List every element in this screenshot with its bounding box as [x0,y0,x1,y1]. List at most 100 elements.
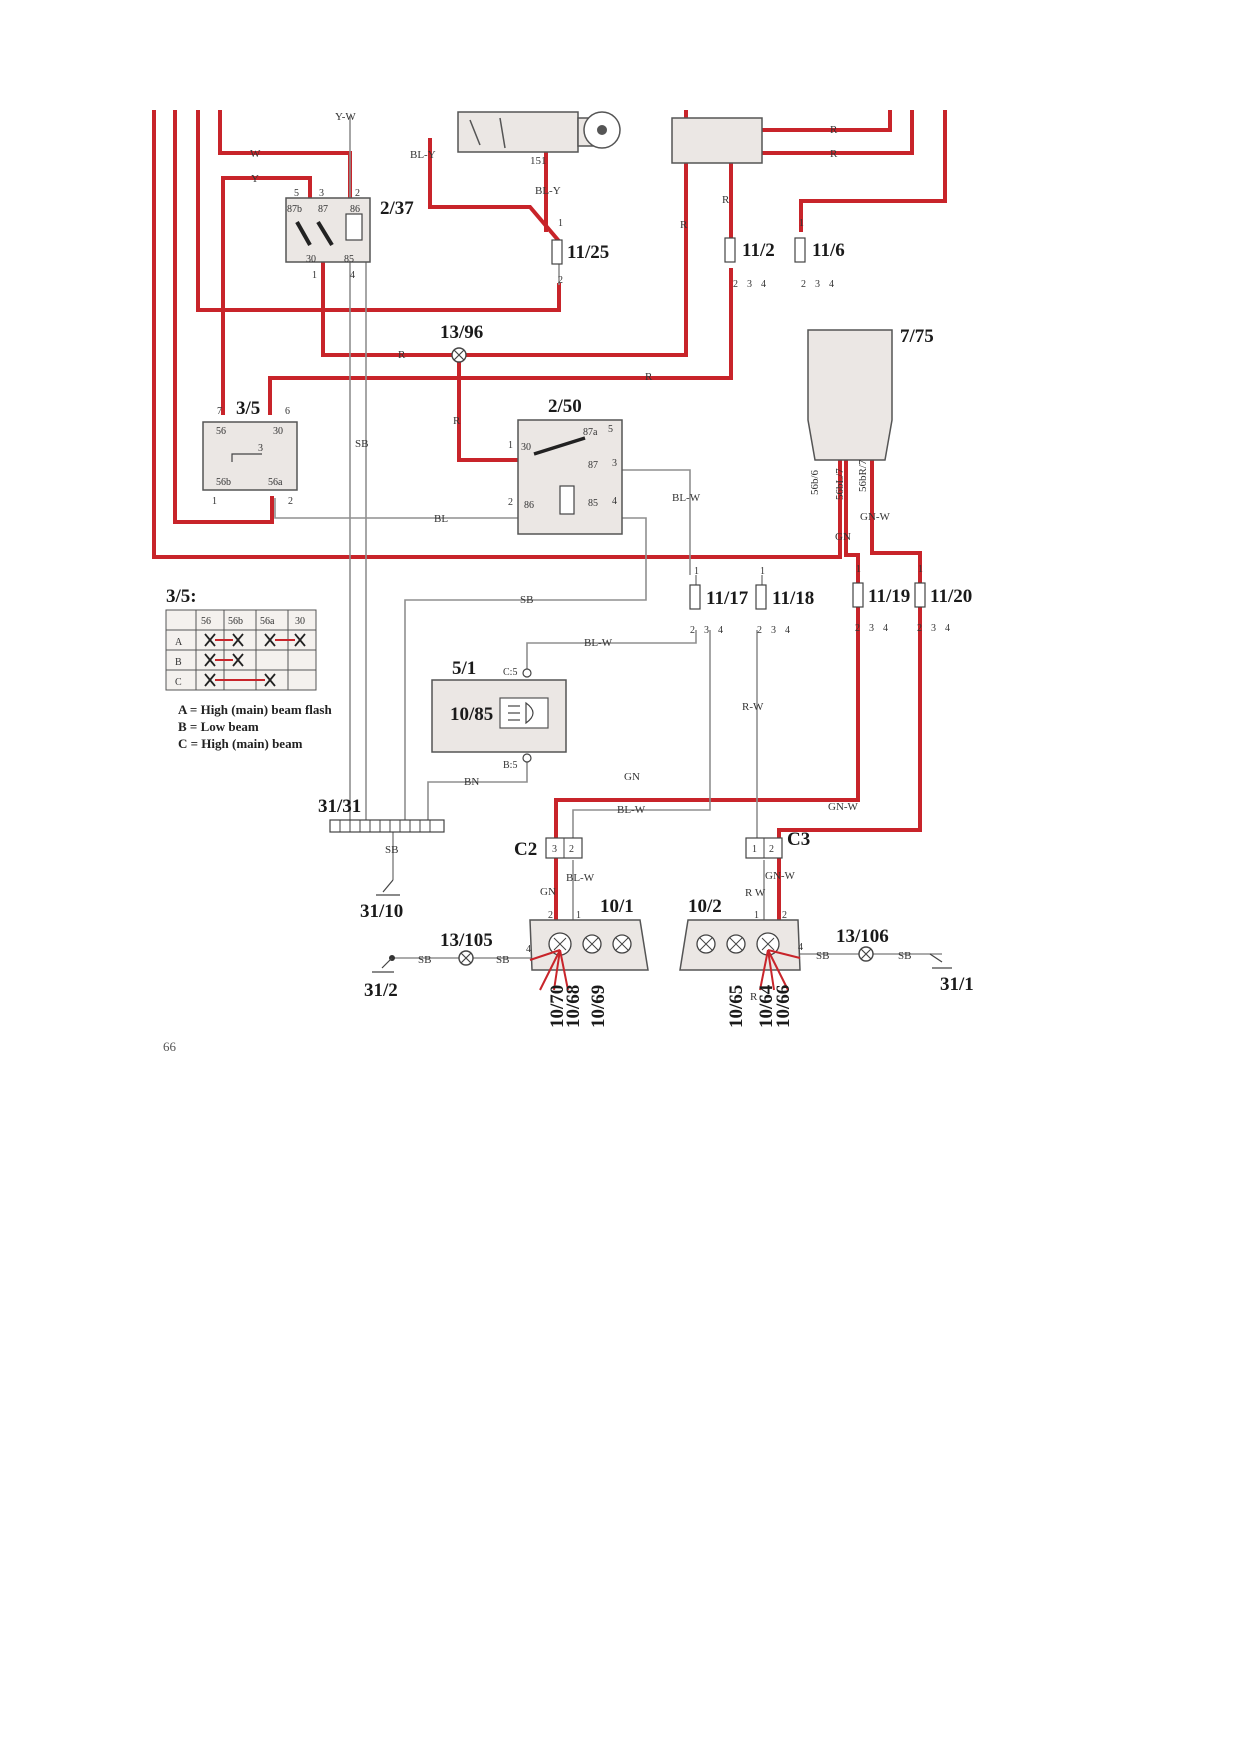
fuse-11-18-pin-3: 3 [771,625,776,636]
r237-pin-4: 4 [350,270,355,281]
s35-pin-6: 6 [285,406,290,417]
switch-3-5: 7 6 56 30 3 56b 56a 1 2 [202,406,298,507]
r250-pin-3: 3 [612,458,617,469]
fuse-11-20-pin-2: 2 [917,623,922,634]
fuse-11-20-pin-1: 1 [918,564,923,575]
r250-pin-1: 1 [508,440,513,451]
wire-label-r-f: R [750,991,758,1003]
legend-a: A = High (main) beam flash [178,702,332,717]
wire-1396 [457,353,520,462]
r237-pin-87b: 87b [287,204,302,215]
wire-label-56b-6: 56b/6 [809,469,821,495]
wire-label-r-w-2: R W [745,887,766,899]
switch-table-col-56b: 56b [228,616,243,627]
c2-pin-3: 3 [552,844,557,855]
grey-wires [274,116,942,959]
fuse-11-25-pin-1: 1 [558,218,563,229]
label-11-19: 11/19 [868,586,910,607]
ground-31-2 [372,955,395,973]
wire-bn [427,762,528,820]
label-11-17: 11/17 [706,588,749,609]
label-11-2: 11/2 [742,240,775,261]
fuse-11-25-pin-2: 2 [558,275,563,286]
fuse-11-17-pin-4: 4 [718,625,723,636]
s35-pin-56: 56 [216,426,226,437]
wire-label-r-b: R [680,219,688,231]
wire-label-bl-y-2: BL-Y [535,185,561,197]
label-c3: C3 [787,829,810,850]
wire-w [218,110,352,200]
fuse-11-25 [551,239,563,265]
wire-label-sb-2: SB [520,594,533,606]
fuse-11-19 [852,582,864,608]
c3-pin-2: 2 [769,844,774,855]
wire-label-bl-y-1: BL-Y [410,149,436,161]
r237-pin-87: 87 [318,204,328,215]
legend-c: C = High (main) beam [178,736,303,751]
wire-label-56bl-7: 56bL/7 [834,468,846,500]
fuse-11-19-pin-1: 1 [856,564,861,575]
wire-label-sb-5: SB [496,954,509,966]
wire-label-bl-w-2: BL-W [584,637,613,649]
wire-775-b [777,403,922,840]
switch-table: 3/5: 56 56b 56a 30 A B C [165,586,317,691]
wire-label-r-e: R [453,415,461,427]
lamp-l-pin-4: 4 [526,944,531,955]
r250-pin-87a: 87a [583,427,598,438]
fuse-11-6 [794,237,806,263]
fuse-11-17-pin-2: 2 [690,625,695,636]
fuse-11-2 [724,237,736,263]
wire-label-sb-6: SB [816,950,829,962]
wire-label-gn-w-3: GN-W [765,870,796,882]
label-7-75: 7/75 [900,326,934,347]
r250-pin-2: 2 [508,497,513,508]
r250-pin-87: 87 [588,460,598,471]
label-10-64: 10/64 [756,984,777,1028]
label-31-1: 31/1 [940,974,974,995]
fuse-11-6-pin-1: 1 [799,218,804,229]
r250-pin-86: 86 [524,500,534,511]
wire-left-2 [173,110,274,524]
wire-label-bl-w-3: BL-W [617,804,646,816]
label-31-31: 31/31 [318,796,361,817]
wire-250-blw [612,469,691,575]
label-10-69: 10/69 [588,985,609,1028]
lamp-r-pin-2: 2 [782,910,787,921]
s35-pin-2: 2 [288,496,293,507]
pin-b5: B:5 [503,760,517,771]
legend: A = High (main) beam flash B = Low beam … [178,702,332,751]
wire-label-gn-3: GN [835,531,851,543]
lamp-l-pin-2: 2 [548,910,553,921]
label-10-2: 10/2 [688,896,722,917]
fuse-11-19-pin-3: 3 [869,623,874,634]
relay-2-50: 30 87a 5 87 3 1 86 85 4 2 [508,419,623,535]
fuse-11-18-pin-4: 4 [785,625,790,636]
switch-7-75 [807,329,893,461]
s35-pin-30: 30 [273,426,283,437]
r250-pin-85: 85 [588,498,598,509]
label-13-96: 13/96 [440,322,483,343]
wire-label-gn-1: GN [624,771,640,783]
wire-250-sb [404,517,647,820]
headlamp-10-2 [679,919,801,991]
label-2-37: 2/37 [380,198,414,219]
wire-label-r-w-1: R-W [742,701,764,713]
wire-237-30 [321,110,688,357]
wire-label-r-a: R [722,194,730,206]
legend-b: B = Low beam [178,719,259,734]
s35-pin-56a: 56a [268,477,283,488]
fuse-11-2-pin-2: 2 [733,279,738,290]
label-11-6: 11/6 [812,240,845,261]
connector-c2: 3 2 [545,837,583,859]
wire-label-bl-w-4: BL-W [566,872,595,884]
fuse-11-19-pin-2: 2 [855,623,860,634]
wire-r-mid [268,268,733,415]
switch-table-title: 3/5: [166,586,197,607]
label-13-106: 13/106 [836,926,889,947]
fuse-11-2-pin-3: 3 [747,279,752,290]
label-10-66: 10/66 [773,985,794,1028]
label-5-1: 5/1 [452,658,476,679]
r250-pin-4: 4 [612,496,617,507]
label-10-1: 10/1 [600,896,634,917]
